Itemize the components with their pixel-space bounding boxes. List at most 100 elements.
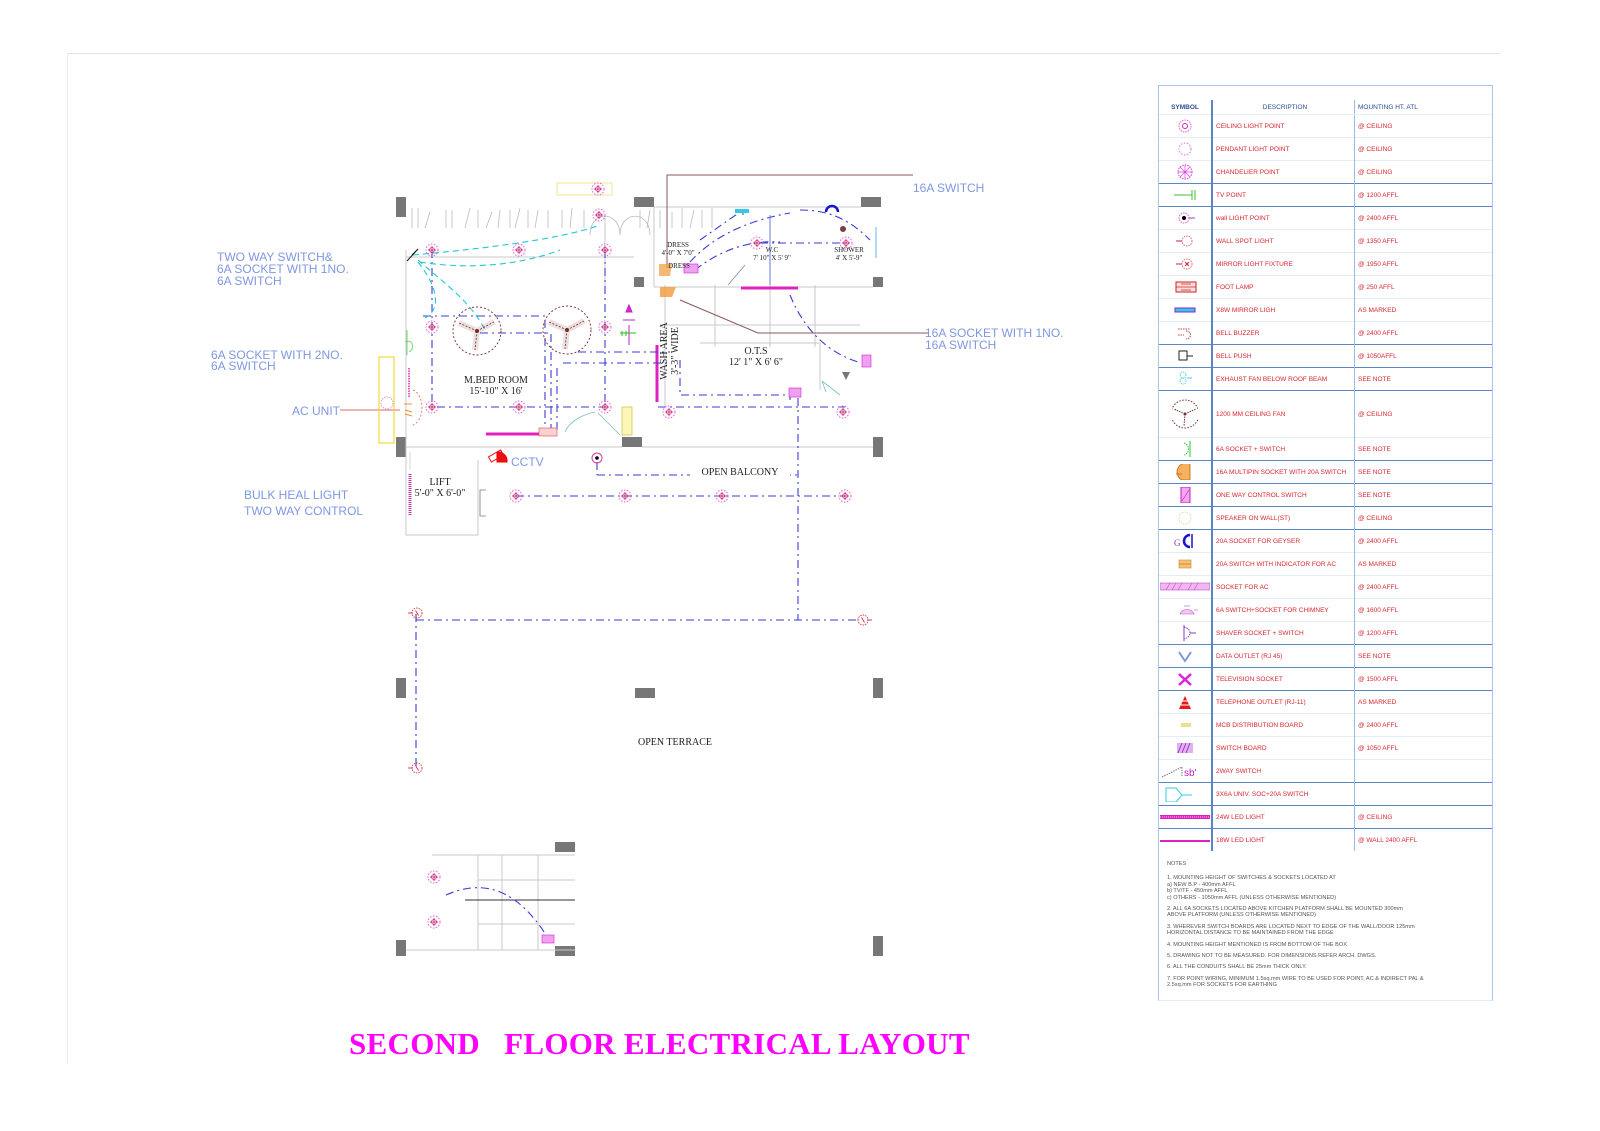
- room-size: 4'-0" X 7'0": [661, 249, 695, 257]
- legend-symbol-cell: [1159, 805, 1213, 829]
- legend-symbol-cell: [1159, 828, 1213, 851]
- legend-row: sb'2WAY SWITCH: [1159, 759, 1492, 783]
- tv-point-icon: [1174, 190, 1196, 200]
- svg-text:G: G: [1174, 538, 1181, 548]
- legend-mounting-height: @ CEILING: [1354, 805, 1492, 829]
- circuit-wiring: [415, 209, 871, 939]
- legend-symbol-cell: [1159, 252, 1213, 276]
- legend-mounting-height: @ 2400 AFFL: [1354, 321, 1492, 345]
- room-name: SHOWER: [834, 246, 864, 254]
- legend-row: MIRROR LIGHT FIXTURE@ 1950 AFFL: [1159, 252, 1492, 276]
- legend-description: ONE WAY CONTROL SWITCH: [1212, 483, 1355, 507]
- legend-description: 16A MULTIPIN SOCKET WITH 20A SWITCH: [1212, 460, 1355, 484]
- legend-mounting-height: @ CEILING: [1354, 137, 1492, 161]
- callout-cctv: CCTV: [511, 455, 544, 469]
- legend-symbol-cell: [1159, 598, 1213, 622]
- ceiling-light-icon: [1178, 119, 1192, 133]
- legend-mounting-height: SEE NOTE: [1354, 367, 1492, 391]
- telephone-outlet-icon: [1179, 696, 1191, 709]
- legend-mounting-height: SEE NOTE: [1354, 483, 1492, 507]
- legend-description: SOCKET FOR AC: [1212, 575, 1355, 599]
- legend-description: FOOT LAMP: [1212, 275, 1355, 299]
- callout-6a-socket-2no: 6A SOCKET WITH 2NO. 6A SWITCH: [211, 348, 343, 373]
- shaver-socket-icon: [1183, 625, 1196, 641]
- ceiling-light-points: [425, 182, 853, 929]
- legend-row: SWITCH BOARD@ 1050 AFFL: [1159, 736, 1492, 760]
- note-item: 2. ALL 6A SOCKETS LOCATED ABOVE KITCHEN …: [1167, 906, 1403, 919]
- legend-symbol-cell: G: [1159, 529, 1213, 553]
- room-size: 5'-0" X 6'-0": [414, 488, 466, 499]
- legend-mounting-height: @ 2400 AFFL: [1354, 206, 1492, 230]
- legend-notes: NOTES 1. MOUNTING HEIGHT OF SWITCHES & S…: [1159, 851, 1492, 1000]
- legend-description: TELEVISION SOCKET: [1212, 667, 1355, 691]
- exhaust-fan-icon: [1179, 371, 1192, 385]
- legend-mounting-height: [1354, 782, 1492, 806]
- legend-mounting-height: @ 1350 AFFL: [1354, 229, 1492, 253]
- legend-header-description: DESCRIPTION: [1212, 100, 1355, 115]
- legend-symbol-cell: [1159, 483, 1213, 507]
- led-strip-18w-icon: [1160, 840, 1210, 842]
- legend-symbol-cell: [1159, 552, 1213, 576]
- legend-row: BELL PUSH@ 1050AFFL: [1159, 344, 1492, 368]
- legend-symbol-cell: [1159, 713, 1213, 737]
- pendant-light-icon: [1178, 142, 1192, 156]
- multipin-socket-icon: [1176, 464, 1191, 480]
- callout-16a-socket: 16A SOCKET WITH 1NO. 16A SWITCH: [925, 326, 1064, 352]
- mcb-db-icon: [1181, 723, 1191, 727]
- legend-mounting-height: @ 1500 AFFL: [1354, 667, 1492, 691]
- legend-row: TELEVISION SOCKET@ 1500 AFFL: [1159, 667, 1492, 691]
- legend-description: 2WAY SWITCH: [1212, 759, 1355, 783]
- legend-symbol-cell: [1159, 736, 1213, 760]
- legend-row: WALL SPOT LIGHT@ 1350 AFFL: [1159, 229, 1492, 253]
- callout-two-way-control: TWO WAY CONTROL: [244, 504, 364, 518]
- legend-description: SPEAKER ON WALL(ST): [1212, 506, 1355, 530]
- led-strip-24w-icon: [1160, 815, 1210, 819]
- legend-mounting-height: @ 250 AFFL: [1354, 275, 1492, 299]
- drawing-title: SECOND FLOOR ELECTRICAL LAYOUT: [349, 1026, 970, 1061]
- legend-description: WALL SPOT LIGHT: [1212, 229, 1355, 253]
- ceiling-fan: [543, 306, 591, 354]
- legend-description: 3X6A UNIV. SOC+20A SWITCH: [1212, 782, 1355, 806]
- legend-row: CEILING LIGHT POINT@ CEILING: [1159, 114, 1492, 138]
- legend-mounting-height: AS MARKED: [1354, 552, 1492, 576]
- legend-symbol-cell: [1159, 137, 1213, 161]
- legend-table: SYMBOL DESCRIPTION MOUNTING HT. ATL CEIL…: [1159, 86, 1492, 851]
- legend-mounting-height: @ CEILING: [1354, 390, 1492, 438]
- socket-switch-icon: [1183, 441, 1191, 457]
- legend-symbol-cell: [1159, 344, 1213, 368]
- one-way-switch-icon: [1180, 487, 1191, 503]
- mirror-light-icon: [1176, 258, 1193, 270]
- legend-description: 18W LED LIGHT: [1212, 828, 1355, 851]
- legend-row: TV POINT@ 1200 AFFL: [1159, 183, 1492, 207]
- switch-board-icon: [1177, 742, 1193, 754]
- notes-title: NOTES: [1167, 861, 1187, 867]
- structural-columns: [396, 197, 883, 956]
- note-item: 7. FOR POINT WIRING, MINIMUM 1.5sq.mm WI…: [1167, 975, 1424, 989]
- legend-mounting-height: @ CEILING: [1354, 160, 1492, 184]
- room-size: 15'-10" X 16': [469, 386, 523, 397]
- ac-switch-icon: [1178, 559, 1192, 569]
- legend-mounting-height: @ 1600 AFFL: [1354, 598, 1492, 622]
- legend-description: SWITCH BOARD: [1212, 736, 1355, 760]
- two-way-wiring: [412, 224, 601, 331]
- legend-mounting-height: SEE NOTE: [1354, 644, 1492, 668]
- legend-symbol-cell: [1159, 298, 1213, 322]
- cctv-symbol: [496, 451, 508, 463]
- universal-socket-icon: [1165, 787, 1192, 802]
- legend-row: PENDANT LIGHT POINT@ CEILING: [1159, 137, 1492, 161]
- room-name: W.C: [765, 246, 779, 254]
- legend-mounting-height: AS MARKED: [1354, 690, 1492, 714]
- legend-symbol-cell: [1159, 506, 1213, 530]
- legend-mounting-height: @ 1050 AFFL: [1354, 736, 1492, 760]
- room-dress-2: DRESS: [668, 262, 690, 270]
- legend-symbol-cell: [1159, 621, 1213, 645]
- legend-symbol-cell: [1159, 160, 1213, 184]
- room-open-terrace: OPEN TERRACE: [638, 737, 712, 748]
- legend-row: BELL BUZZER@ 2400 AFFL: [1159, 321, 1492, 345]
